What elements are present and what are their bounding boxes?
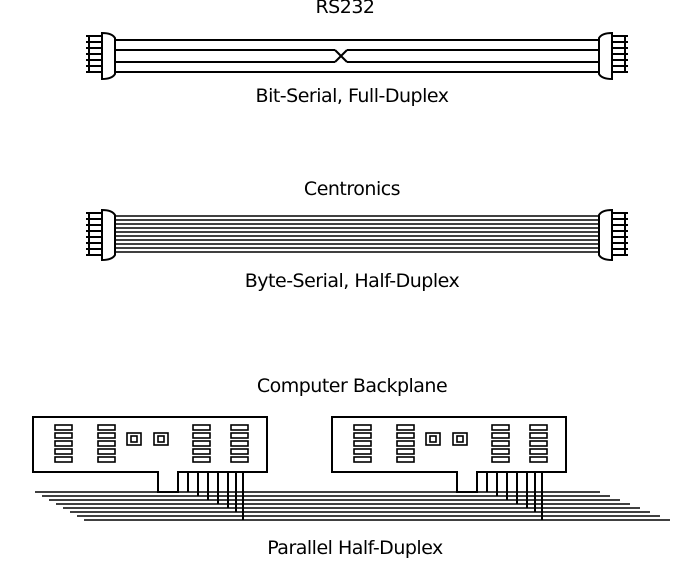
centronics-title: Centronics: [303, 178, 401, 200]
backplane-card-right: [331, 416, 567, 520]
centronics-caption: Byte-Serial, Half-Duplex: [244, 270, 460, 292]
rs232-cable: [86, 31, 628, 81]
backplane-title: Computer Backplane: [256, 375, 448, 397]
centronics-wires: [115, 215, 599, 253]
backplane-bus: [35, 491, 670, 521]
backplane-card-left: [32, 416, 268, 520]
rs232-caption: Bit-Serial, Full-Duplex: [255, 85, 449, 107]
backplane-caption: Parallel Half-Duplex: [267, 537, 443, 559]
rs232-left-connector: [86, 31, 116, 81]
rs232-right-connector: [598, 31, 628, 81]
centronics-right-connector: [598, 208, 628, 262]
rs232-title: RS232: [315, 0, 375, 18]
rs232-wires: [115, 39, 599, 73]
centronics-cable: [86, 208, 628, 262]
centronics-left-connector: [86, 208, 116, 262]
